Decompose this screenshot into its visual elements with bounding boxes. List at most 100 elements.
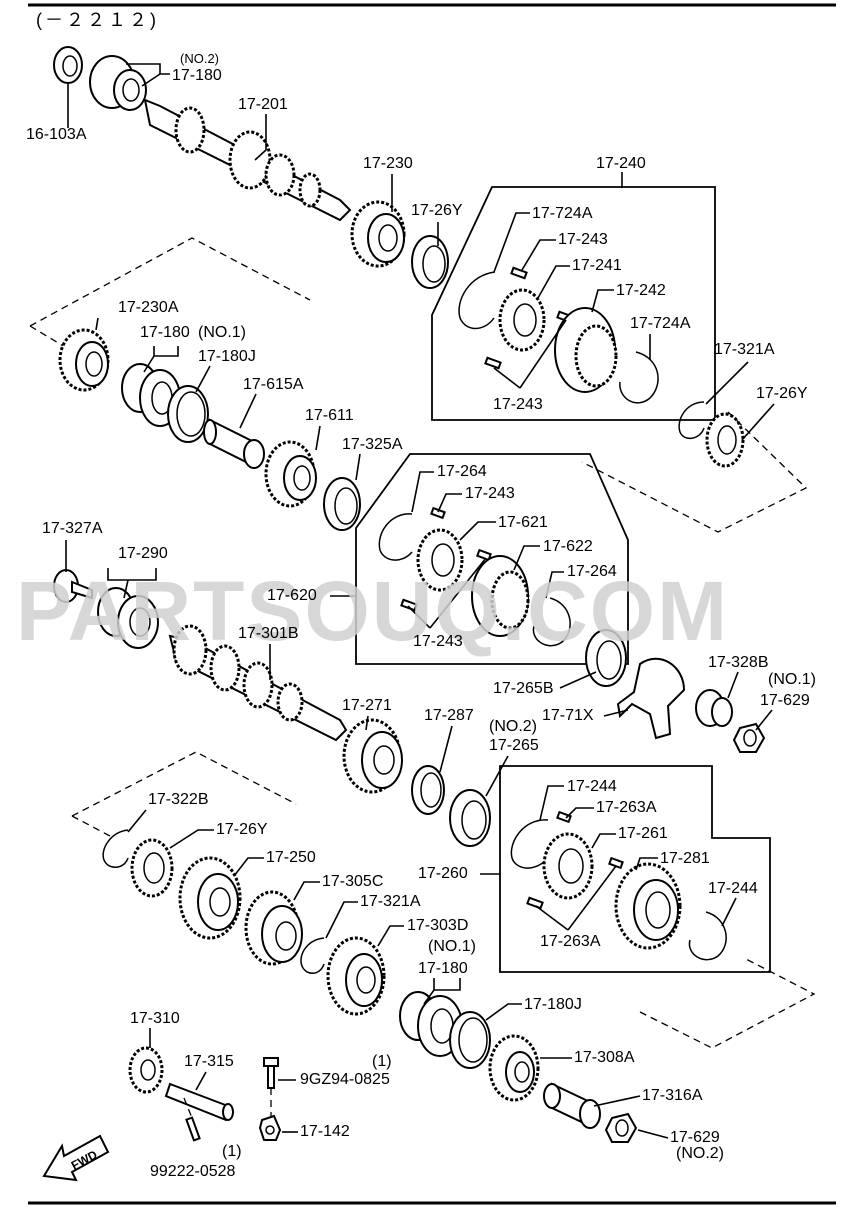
callout-17-243-b[interactable]: 17-243 (493, 396, 543, 413)
bush-17-316A[interactable] (543, 1082, 601, 1129)
gear-17-271[interactable] (342, 718, 403, 794)
callout-17-724A-a[interactable]: 17-724A (532, 205, 593, 222)
callout-17-615A[interactable]: 17-615A (243, 376, 304, 393)
bearing-17-180-no2[interactable] (89, 55, 147, 111)
callout-17-265-note[interactable]: (NO.2) (489, 718, 537, 735)
callout-17-263A-a[interactable]: 17-263A (596, 799, 657, 816)
callout-99222-0528[interactable]: 99222-0528 (150, 1163, 236, 1180)
bolt-9GZ94-0825[interactable] (263, 1057, 279, 1089)
hub-17-261[interactable] (542, 832, 624, 900)
callout-17-265[interactable]: 17-265 (489, 737, 539, 754)
ring-17-321A-a[interactable] (678, 401, 705, 440)
callout-17-180-top-note[interactable]: (NO.2) (180, 51, 219, 66)
callout-17-243-d[interactable]: 17-243 (413, 633, 463, 650)
gear-17-230[interactable] (350, 200, 406, 268)
callout-17-180J-a[interactable]: 17-180J (198, 348, 256, 365)
callout-17-243-a[interactable]: 17-243 (558, 231, 608, 248)
callout-17-328B[interactable]: 17-328B (708, 654, 769, 671)
nut-17-629-no2[interactable] (604, 1112, 638, 1143)
callout-17-611[interactable]: 17-611 (305, 407, 354, 424)
counter-shaft-17-301B[interactable] (168, 624, 348, 742)
gear-17-611[interactable] (264, 440, 317, 508)
snap-ring-17-724A-a[interactable] (458, 271, 496, 330)
callout-17-180J-b[interactable]: 17-180J (524, 996, 582, 1013)
sleeve-17-622[interactable] (471, 555, 530, 637)
gear-17-305C[interactable] (244, 890, 303, 966)
callout-17-260[interactable]: 17-260 (418, 865, 468, 882)
callout-17-281[interactable]: 17-281 (660, 850, 710, 867)
bearing-16-103A[interactable] (53, 46, 83, 84)
washer-17-327A[interactable] (53, 569, 93, 603)
callout-9GZ94-note[interactable]: (1) (372, 1053, 392, 1070)
key-17-263A-a[interactable] (556, 810, 572, 824)
callout-17-303D[interactable]: 17-303D (407, 917, 468, 934)
callout-17-305C[interactable]: 17-305C (322, 873, 383, 890)
callout-17-241[interactable]: 17-241 (572, 257, 622, 274)
callout-17-315[interactable]: 17-315 (184, 1053, 234, 1070)
callout-17-629-a[interactable]: 17-629 (760, 692, 810, 709)
shift-fork-17-71X[interactable] (616, 657, 686, 740)
callout-17-263A-b[interactable]: 17-263A (540, 933, 601, 950)
idler-gear-17-310[interactable] (128, 1046, 164, 1094)
spacer-17-180J-b[interactable] (449, 1011, 491, 1069)
callout-17-724A-b[interactable]: 17-724A (630, 315, 691, 332)
gear-17-26Y-c[interactable] (130, 838, 174, 898)
callout-17-629-a-note[interactable]: (NO.1) (768, 671, 816, 688)
callout-17-180-top[interactable]: 17-180 (172, 67, 222, 84)
callout-17-264-a[interactable]: 17-264 (437, 463, 487, 480)
main-shaft-17-201[interactable] (143, 98, 352, 222)
callout-17-142[interactable]: 17-142 (300, 1123, 350, 1140)
callout-17-310[interactable]: 17-310 (130, 1010, 180, 1027)
callout-9GZ94-0825[interactable]: 9GZ94-0825 (300, 1071, 390, 1088)
callout-17-622[interactable]: 17-622 (543, 538, 593, 555)
pin-99222-0528[interactable] (185, 1116, 201, 1142)
callout-17-180-no1-a[interactable]: 17-180 (140, 324, 190, 341)
gear-17-303D[interactable] (326, 936, 386, 1016)
callout-17-316A[interactable]: 17-316A (642, 1087, 703, 1104)
callout-17-322B[interactable]: 17-322B (148, 791, 209, 808)
key-17-243-d[interactable] (400, 598, 418, 612)
callout-17-180-no1-a-note[interactable]: (NO.1) (198, 324, 246, 341)
gear-17-281[interactable] (614, 862, 682, 950)
callout-17-240[interactable]: 17-240 (596, 155, 646, 172)
ring-17-321A-b[interactable] (300, 937, 325, 974)
callout-17-620[interactable]: 17-620 (267, 587, 317, 604)
sleeve-17-242[interactable] (554, 307, 618, 393)
ring-17-26Y-a[interactable] (411, 235, 449, 289)
callout-17-71X[interactable]: 17-71X (542, 707, 594, 724)
callout-17-271[interactable]: 17-271 (342, 697, 392, 714)
snap-ring-17-244-a[interactable] (510, 819, 549, 869)
bracket-17-142[interactable] (258, 1114, 282, 1141)
idler-shaft-17-315[interactable] (164, 1082, 234, 1122)
key-17-243-a[interactable] (510, 266, 528, 280)
callout-17-180-b[interactable]: 17-180 (418, 960, 468, 977)
callout-17-243-c[interactable]: 17-243 (465, 485, 515, 502)
snap-ring-17-724A-b[interactable] (619, 351, 659, 404)
key-17-263A-b[interactable] (526, 896, 544, 910)
hub-17-241[interactable] (498, 288, 546, 352)
snap-ring-17-244-b[interactable] (688, 911, 727, 961)
callout-16-103A[interactable]: 16-103A (26, 126, 87, 143)
callout-17-26Y-c[interactable]: 17-26Y (216, 821, 268, 838)
callout-17-242[interactable]: 17-242 (616, 282, 666, 299)
callout-17-264-b[interactable]: 17-264 (567, 563, 617, 580)
callout-17-290[interactable]: 17-290 (118, 545, 168, 562)
callout-17-321A-a[interactable]: 17-321A (714, 341, 775, 358)
key-17-243-c[interactable] (430, 506, 446, 520)
callout-17-321A-b[interactable]: 17-321A (360, 893, 421, 910)
snap-ring-17-264-b[interactable] (532, 597, 571, 647)
callout-17-26Y-a[interactable]: 17-26Y (411, 202, 463, 219)
gear-17-230A[interactable] (58, 328, 110, 392)
callout-17-250[interactable]: 17-250 (266, 849, 316, 866)
ring-17-287[interactable] (411, 765, 445, 815)
callout-17-325A[interactable]: 17-325A (342, 436, 403, 453)
callout-17-327A[interactable]: 17-327A (42, 520, 103, 537)
callout-17-230A[interactable]: 17-230A (118, 299, 179, 316)
collar-17-328B[interactable] (695, 689, 733, 727)
callout-17-308A[interactable]: 17-308A (574, 1049, 635, 1066)
callout-17-180-no1-b-note[interactable]: (NO.1) (428, 938, 476, 955)
callout-17-265B[interactable]: 17-265B (493, 680, 554, 697)
callout-17-621[interactable]: 17-621 (498, 514, 548, 531)
bearing-17-180-no1-b[interactable] (399, 991, 463, 1057)
bush-17-615A[interactable] (203, 418, 265, 469)
